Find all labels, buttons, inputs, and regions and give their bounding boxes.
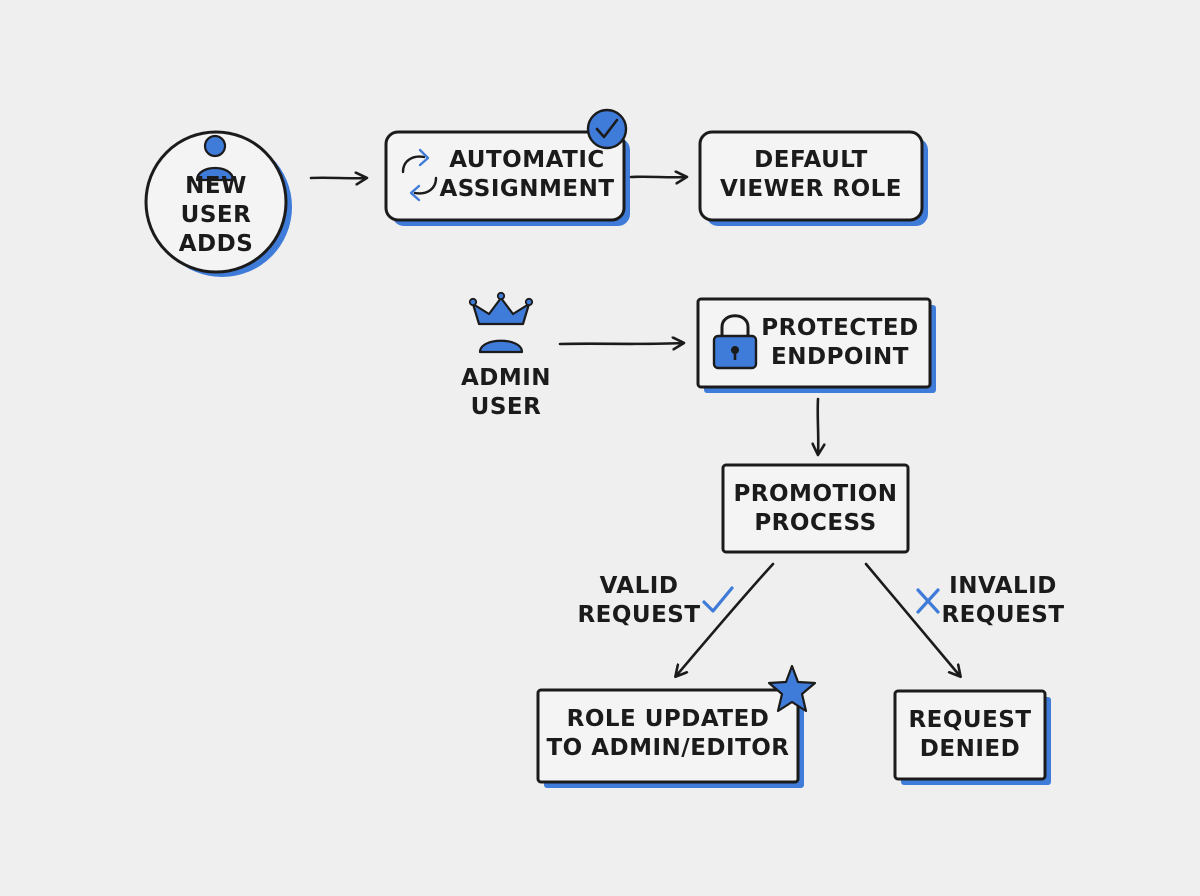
default-viewer-role-label: DEFAULT VIEWER ROLE	[720, 147, 902, 202]
star-icon	[767, 664, 817, 713]
new-user-label: NEW USER ADDS	[178, 172, 254, 257]
arrow-promotion-to-role-updated	[676, 562, 775, 676]
automatic-assignment-label: AUTOMATIC ASSIGNMENT	[439, 147, 615, 202]
cross-icon	[916, 588, 940, 614]
arrow-assignment-to-default-role	[629, 177, 686, 178]
new-user-node	[144, 130, 292, 277]
lock-icon	[712, 314, 758, 370]
arrow-new-user-to-assignment	[309, 178, 366, 179]
role-updated-node	[536, 688, 804, 788]
valid-request-label: VALID REQUEST	[577, 573, 701, 628]
arrow-admin-to-endpoint	[558, 343, 683, 344]
protected-endpoint-label: PROTECTED ENDPOINT	[761, 315, 919, 370]
user-icon	[195, 134, 235, 182]
protected-endpoint-node	[696, 297, 936, 393]
arrow-endpoint-to-promotion	[818, 397, 819, 454]
role-updated-label: ROLE UPDATED TO ADMIN/EDITOR	[546, 706, 790, 761]
default-viewer-role-node	[698, 130, 928, 226]
crown-icon	[468, 291, 534, 354]
promotion-process-label: PROMOTION PROCESS	[733, 481, 898, 536]
promotion-process-node	[721, 463, 910, 554]
invalid-request-label: INVALID REQUEST	[941, 573, 1065, 628]
admin-user-label: ADMIN USER	[460, 365, 552, 420]
check-badge-icon	[586, 108, 628, 150]
request-denied-label: REQUEST DENIED	[908, 707, 1032, 762]
check-icon	[702, 586, 734, 613]
automatic-assignment-node	[384, 130, 630, 226]
refresh-arrows-icon	[401, 148, 438, 202]
arrow-promotion-to-denied	[864, 562, 960, 676]
request-denied-node	[893, 689, 1051, 785]
